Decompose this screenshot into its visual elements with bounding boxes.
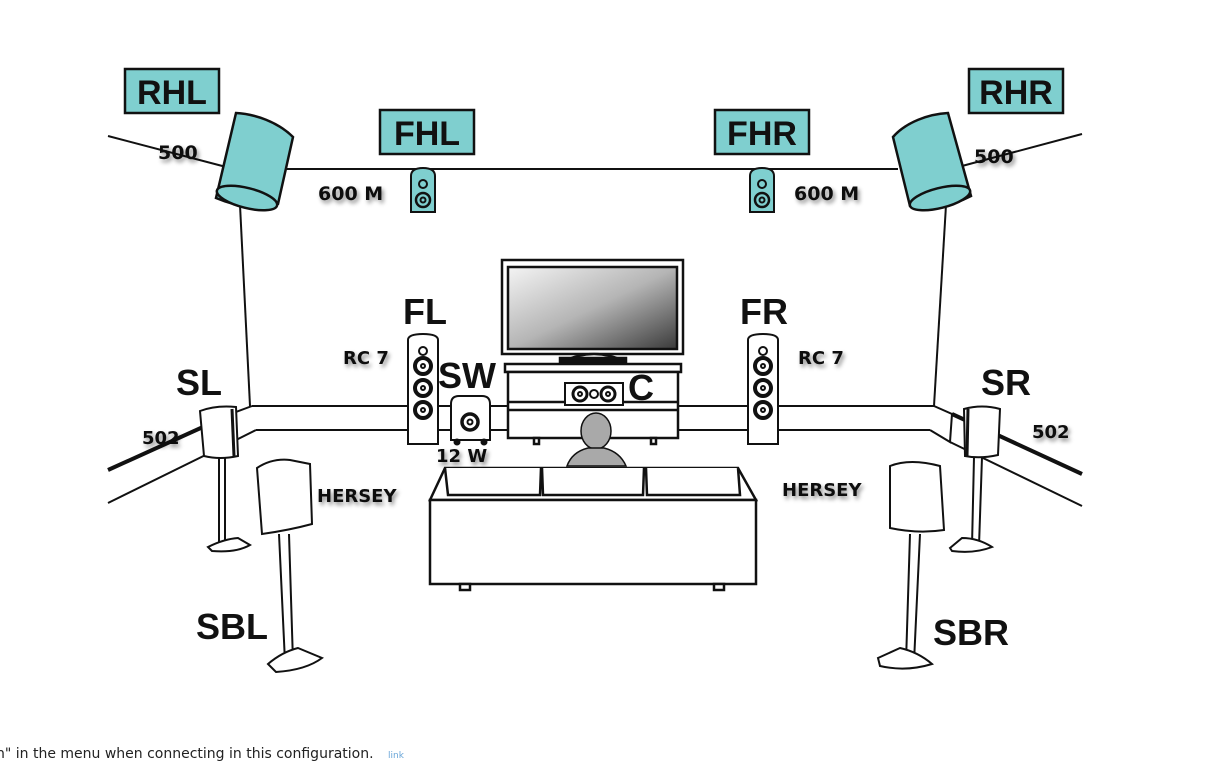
left-corner-line <box>239 204 251 407</box>
fhr-model-label: 600 M <box>794 183 859 205</box>
fhr-speaker <box>749 166 775 213</box>
television <box>500 258 685 366</box>
sw-model-label: 12 W <box>436 446 487 467</box>
sbl-model-label: HERSEY <box>317 486 397 507</box>
sofa <box>428 466 759 592</box>
sbr-speaker <box>876 461 946 670</box>
rhl-model-label: 500 <box>158 142 198 164</box>
fhr-label: FHR <box>727 115 797 153</box>
rhr-model-label: 500 <box>974 146 1014 168</box>
sr-model-label: 502 <box>1032 422 1070 443</box>
sl-speaker <box>198 405 253 553</box>
center-speaker <box>564 382 624 406</box>
left-ceiling-line <box>107 135 231 169</box>
sbl-speaker <box>255 458 325 674</box>
fhl-label: FHL <box>394 115 460 153</box>
sbr-model-label: HERSEY <box>782 480 862 501</box>
fr-model-label: RC 7 <box>798 348 844 369</box>
label-box-fhl: FHL <box>378 108 476 156</box>
right-corner-line <box>933 204 947 407</box>
fhl-model-label: 600 M <box>318 183 383 205</box>
fl-model-label: RC 7 <box>343 348 389 369</box>
sbr-label: SBR <box>933 612 1009 653</box>
rhr-speaker <box>891 111 973 212</box>
sbl-label: SBL <box>196 606 268 647</box>
label-box-rhr: RHR <box>967 67 1065 115</box>
subwoofer <box>450 395 491 446</box>
fr-label: FR <box>740 291 788 332</box>
c-label: C <box>628 367 654 408</box>
fr-speaker <box>747 332 779 445</box>
listener-person <box>565 412 628 467</box>
footer-link[interactable]: link <box>388 751 404 761</box>
rhr-label: RHR <box>979 74 1053 112</box>
fl-label: FL <box>403 291 447 332</box>
fhl-speaker <box>410 166 436 213</box>
sl-model-label: 502 <box>142 428 180 449</box>
label-box-rhl: RHL <box>123 67 221 115</box>
sl-label: SL <box>176 362 222 403</box>
label-box-fhr: FHR <box>713 108 811 156</box>
left-baseboard-corner <box>235 405 257 442</box>
fl-speaker <box>407 332 439 445</box>
sr-label: SR <box>981 362 1031 403</box>
sr-speaker <box>948 405 1002 553</box>
right-baseboard-corner <box>929 405 954 444</box>
footer-note: h" in the menu when connecting in this c… <box>0 746 404 762</box>
right-ceiling-line <box>961 133 1083 167</box>
rhl-speaker <box>214 111 295 212</box>
sw-label: SW <box>438 355 496 396</box>
footer-text: h" in the menu when connecting in this c… <box>0 746 374 762</box>
rhl-label: RHL <box>137 74 207 112</box>
